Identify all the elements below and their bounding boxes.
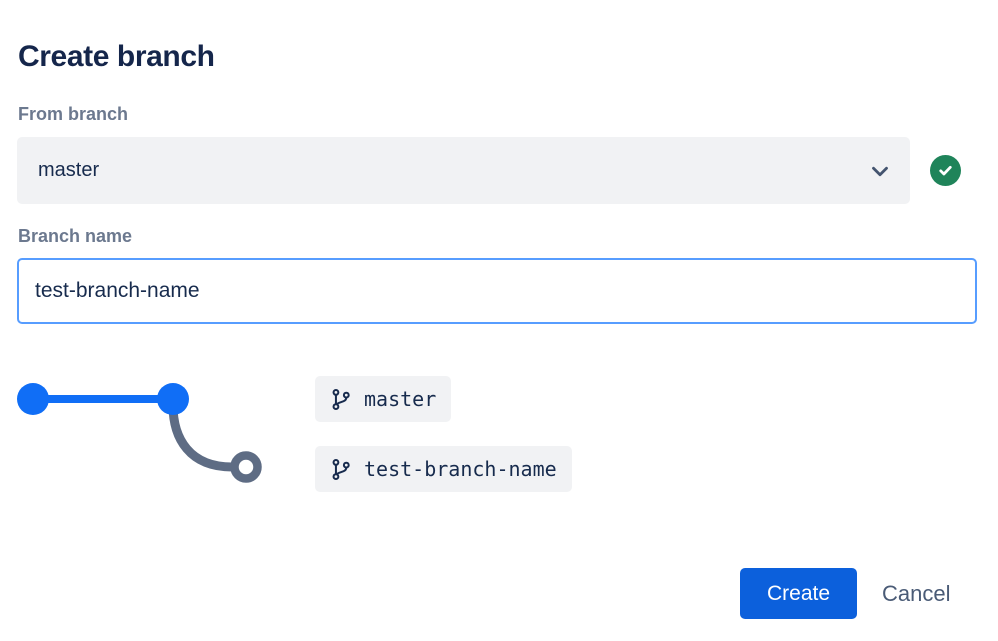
- source-branch-chip: master: [315, 376, 452, 422]
- git-branch-icon: [330, 388, 353, 411]
- check-circle-icon: [930, 155, 961, 186]
- branch-graph-illustration: [17, 383, 262, 483]
- chevron-down-icon: [867, 158, 893, 184]
- branch-name-label: Branch name: [18, 226, 133, 246]
- from-branch-selected-value: master: [38, 159, 100, 181]
- cancel-button-label: Cancel: [882, 580, 951, 606]
- create-button-label: Create: [766, 581, 831, 605]
- from-branch-select[interactable]: master: [17, 137, 910, 204]
- new-branch-node-icon: [230, 451, 262, 483]
- source-branch-chip-label: master: [364, 387, 437, 411]
- commit-node-icon: [17, 383, 49, 415]
- new-branch-chip-label: test-branch-name: [364, 457, 557, 481]
- git-branch-icon: [330, 458, 353, 481]
- from-branch-label: From branch: [18, 104, 129, 124]
- new-branch-chip: test-branch-name: [315, 446, 572, 492]
- commit-node-icon: [157, 383, 189, 415]
- branch-name-input[interactable]: [17, 258, 977, 324]
- create-button[interactable]: Create: [740, 568, 857, 619]
- cancel-button[interactable]: Cancel: [866, 568, 966, 619]
- page-title: Create branch: [18, 40, 215, 74]
